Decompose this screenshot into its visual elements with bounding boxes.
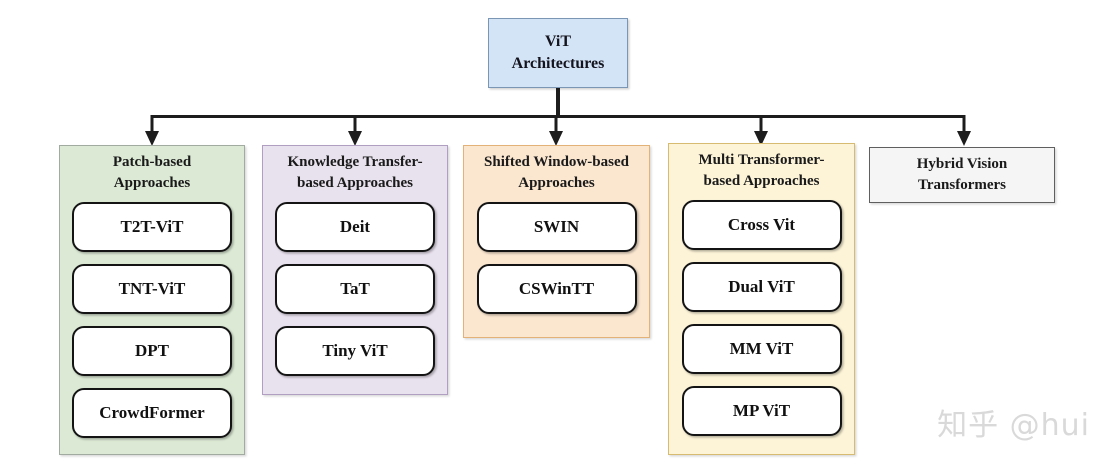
group-title-line: based Approaches xyxy=(296,175,413,191)
group-title-knowledge-transfer: Knowledge Transfer- based Approaches xyxy=(263,146,447,202)
node-cswintt: CSWinTT xyxy=(476,264,637,314)
group-title-line: based Approaches xyxy=(703,173,820,189)
group-multi-transformer-based-approaches: Multi Transformer- based Approaches Cros… xyxy=(668,143,855,455)
arrowhead-2 xyxy=(348,131,362,146)
group-title-line: Transformers xyxy=(917,177,1006,193)
group-knowledge-transfer-based-approaches: Knowledge Transfer- based Approaches Dei… xyxy=(262,145,448,395)
arrowhead-3 xyxy=(549,131,563,146)
node-t2t-vit: T2T-ViT xyxy=(72,202,232,252)
root-node-label: ViT Architectures xyxy=(511,33,605,72)
node-tnt-vit: TNT-ViT xyxy=(72,264,232,314)
node-dual-vit: Dual ViT xyxy=(681,262,842,312)
node-tat: TaT xyxy=(275,264,435,314)
group-title-line: Approaches xyxy=(113,175,191,191)
group-title-line: Knowledge Transfer- xyxy=(287,154,423,170)
node-dpt: DPT xyxy=(72,326,232,376)
group-title-hybrid-vision: Hybrid Vision Transformers xyxy=(917,154,1007,196)
group-title-line: Patch-based xyxy=(112,154,192,170)
group-patch-based-approaches: Patch-based Approaches T2T-ViT TNT-ViT D… xyxy=(59,145,245,455)
node-cross-vit: Cross Vit xyxy=(681,200,842,250)
node-swin: SWIN xyxy=(476,202,637,252)
node-mp-vit: MP ViT xyxy=(681,386,842,436)
watermark-zhihu: 知乎 @hui xyxy=(937,408,1090,443)
group-title-line: Approaches xyxy=(518,175,595,191)
group-shifted-window-based-approaches: Shifted Window-based Approaches SWIN CSW… xyxy=(463,145,650,338)
group-title-multi-transformer: Multi Transformer- based Approaches xyxy=(669,144,854,200)
group-hybrid-vision-transformers: Hybrid Vision Transformers xyxy=(869,147,1055,203)
group-title-line: Shifted Window-based xyxy=(484,154,629,170)
group-title-shifted-window: Shifted Window-based Approaches xyxy=(464,146,649,202)
arrowhead-1 xyxy=(145,131,159,146)
node-crowdformer: CrowdFormer xyxy=(72,388,232,438)
root-node-vit-architectures: ViT Architectures xyxy=(488,18,628,88)
group-title-line: Multi Transformer- xyxy=(698,152,825,168)
arrowhead-5 xyxy=(957,131,971,146)
node-mm-vit: MM ViT xyxy=(681,324,842,374)
node-tiny-vit: Tiny ViT xyxy=(275,326,435,376)
group-title-line: Hybrid Vision xyxy=(916,156,1008,172)
node-deit: Deit xyxy=(275,202,435,252)
group-title-patch-based: Patch-based Approaches xyxy=(60,146,244,202)
